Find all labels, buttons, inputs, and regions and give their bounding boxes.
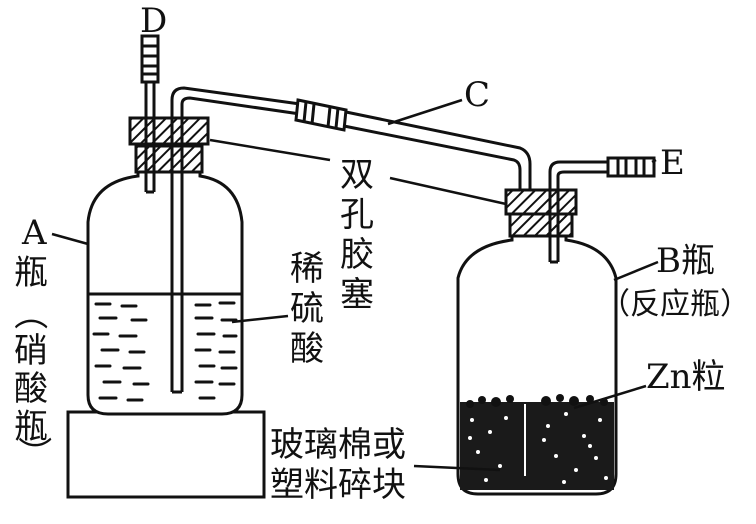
label-wool-line1: 玻璃棉或	[270, 425, 406, 465]
leader-a	[51, 232, 89, 246]
label-stopper-1: 孔	[340, 195, 374, 235]
stopper-a	[128, 116, 210, 174]
label-acid-2: 酸	[290, 329, 324, 369]
leader-zn	[573, 384, 647, 410]
label-a: A	[21, 213, 47, 253]
stopper-b	[504, 188, 578, 238]
label-stopper-3: 塞	[340, 275, 374, 315]
zn-granules	[460, 394, 614, 490]
tube-d	[144, 80, 156, 194]
leader-stopper-b	[389, 176, 507, 206]
tube-a-long	[170, 86, 301, 394]
label-a-sub-4: ）	[13, 436, 53, 470]
rubber-connector-d	[140, 34, 160, 84]
label-a-sub-2: 酸	[14, 369, 48, 409]
label-zn: Zn粒	[646, 357, 726, 397]
leader-c	[387, 98, 463, 126]
leader-acid	[231, 314, 289, 324]
label-e: E	[660, 143, 685, 183]
leader-stopper-a	[209, 138, 331, 162]
label-acid-0: 稀	[290, 249, 324, 289]
stand-block	[66, 410, 266, 499]
leader-b	[613, 260, 659, 282]
label-acid-1: 硫	[290, 289, 324, 329]
label-wool-line2: 塑料碎块	[270, 465, 406, 505]
leader-lines	[51, 98, 659, 472]
leader-e	[651, 158, 657, 164]
label-b: B瓶	[656, 241, 715, 281]
label-a-sub-1: 硝	[14, 331, 48, 371]
acid-dashes	[92, 301, 238, 402]
label-stopper-0: 双	[340, 155, 374, 195]
label-stopper-2: 胶	[340, 235, 374, 275]
tube-e	[548, 160, 610, 264]
rubber-connector-e	[606, 156, 656, 178]
label-a-sub-3: 瓶	[14, 407, 48, 447]
label-b-sub: （反应瓶）	[600, 287, 750, 322]
label-a-ping: 瓶	[14, 253, 48, 293]
label-a-sub-0: （	[9, 296, 49, 330]
leader-wool	[413, 464, 501, 472]
rubber-connector-c	[294, 98, 348, 132]
label-d: D	[140, 1, 167, 41]
label-c: C	[464, 75, 490, 115]
